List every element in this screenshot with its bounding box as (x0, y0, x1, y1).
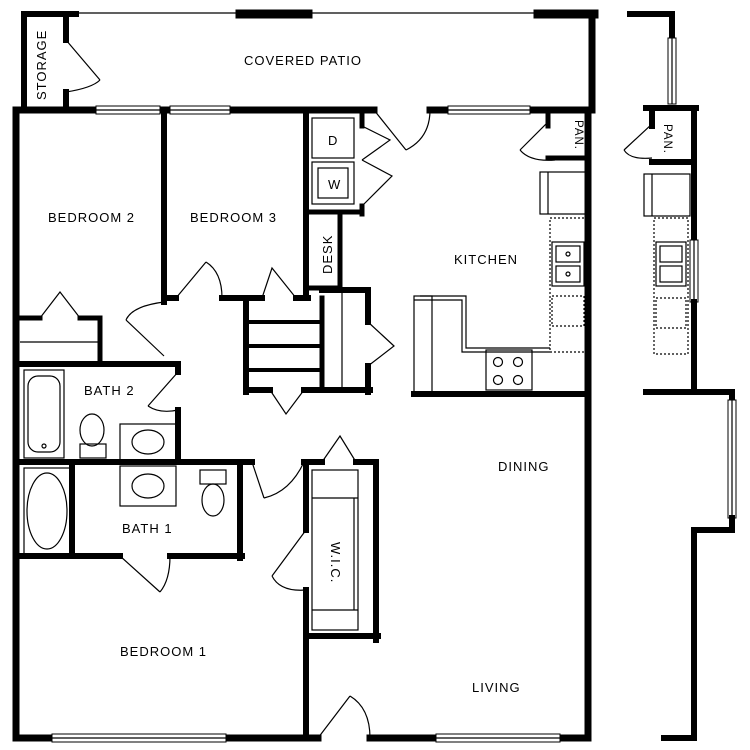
label-covered-patio: COVERED PATIO (244, 53, 362, 68)
label-dining: DINING (498, 459, 550, 474)
label-bath-2: BATH 2 (84, 383, 135, 398)
interior-walls (17, 107, 381, 741)
exterior-walls (12, 9, 599, 742)
label-wic: W.I.C. (328, 542, 343, 583)
label-pantry-main: PAN. (572, 120, 584, 150)
label-kitchen: KITCHEN (454, 252, 518, 267)
label-bedroom-1: BEDROOM 1 (120, 644, 207, 659)
label-storage: STORAGE (34, 30, 49, 100)
label-desk: DESK (320, 235, 335, 274)
alt-kitchen-layout (623, 11, 737, 741)
doors (39, 39, 556, 739)
label-bath-1: BATH 1 (122, 521, 173, 536)
room-labels: STORAGE COVERED PATIO PAN. PAN. D W BEDR… (34, 30, 673, 695)
windows (51, 105, 561, 743)
label-bedroom-3: BEDROOM 3 (190, 210, 277, 225)
label-bedroom-2: BEDROOM 2 (48, 210, 135, 225)
kitchen-fixtures (311, 109, 591, 397)
label-washer: W (328, 177, 341, 192)
label-dryer: D (328, 133, 338, 148)
label-living: LIVING (472, 680, 521, 695)
label-pantry-alt: PAN. (661, 124, 673, 154)
bath-fixtures (23, 369, 227, 555)
